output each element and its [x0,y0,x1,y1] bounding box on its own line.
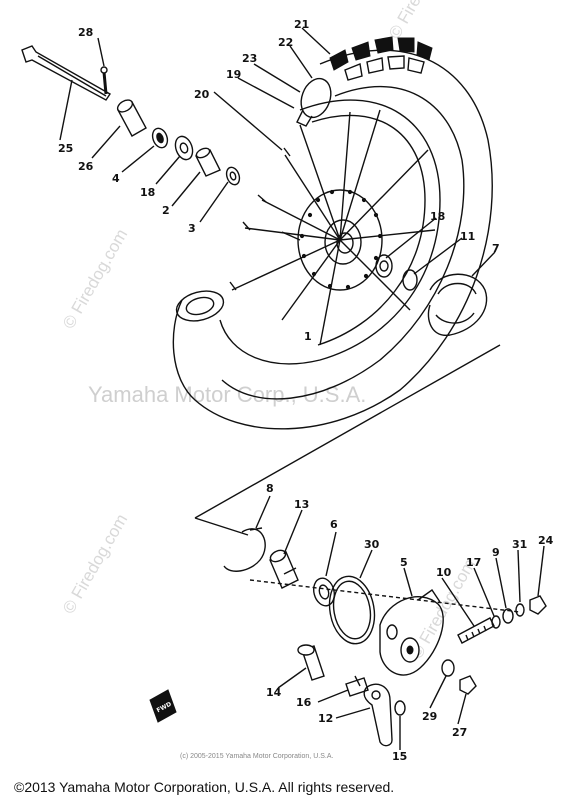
callout-16: 16 [296,696,312,709]
callout-21: 21 [294,18,309,31]
copyright-footer: ©2013 Yamaha Motor Corporation, U.S.A. A… [14,779,394,795]
watermark-firedog-1: © Firedog.com [59,226,131,332]
callout-28: 28 [78,26,93,39]
callout-22: 22 [278,36,293,49]
watermark-firedog-2: © Firedog.com [59,511,131,617]
callout-10: 10 [436,566,452,579]
forward-indicator: FWD [149,689,177,723]
callout-18-left: 18 [140,186,155,199]
copyright-small: (c) 2005-2015 Yamaha Motor Corporation, … [180,753,333,760]
callout-31: 31 [512,538,527,551]
callout-23: 23 [242,52,257,65]
projection-lines [194,344,501,536]
callout-13: 13 [294,498,309,511]
callout-26: 26 [78,160,94,173]
wheel-assembly [172,36,493,430]
spokes [231,109,436,346]
callout-8: 8 [266,482,274,495]
callout-24: 24 [538,534,554,547]
callout-27: 27 [452,726,467,739]
callout-19: 19 [226,68,241,81]
callout-5: 5 [400,556,408,569]
callout-labels: 28 21 22 23 19 20 25 26 4 18 2 3 18 11 7… [58,18,554,763]
callout-15: 15 [392,750,407,763]
callout-29: 29 [422,710,437,723]
callout-25: 25 [58,142,73,155]
callout-9: 9 [492,546,500,559]
callout-2: 2 [162,204,170,217]
callout-11: 11 [460,230,475,243]
callout-17: 17 [466,556,481,569]
callout-20: 20 [194,88,210,101]
hub-holes [299,189,383,290]
callout-30: 30 [364,538,380,551]
callout-1: 1 [304,330,312,343]
callout-6: 6 [330,518,338,531]
axle-group [21,27,496,277]
tire-tread [329,36,433,81]
callout-14: 14 [266,686,282,699]
watermark-firedog-3: © Firedog.com [385,0,457,42]
callout-4: 4 [112,172,120,185]
brake-panel-assembly [223,495,547,750]
callout-12: 12 [318,712,333,725]
callout-3: 3 [188,222,196,235]
callout-7: 7 [492,242,500,255]
watermark-center: Yamaha Motor Corp., U.S.A. [88,382,366,407]
callout-18-right: 18 [430,210,445,223]
